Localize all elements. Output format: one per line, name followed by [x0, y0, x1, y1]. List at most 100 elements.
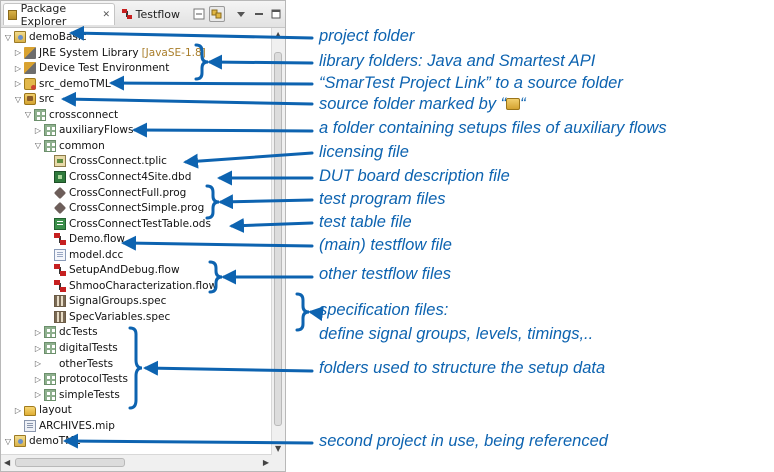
annotation-program-files: test program files: [319, 190, 446, 208]
tree-item-digitaltests[interactable]: ▷digitalTests: [33, 340, 118, 356]
arrow-auxiliary-flows: [132, 122, 314, 138]
pkg-icon: [44, 373, 56, 386]
tree-item-device-test-environment[interactable]: ▷ Device Test Environment: [13, 60, 169, 76]
tree-item-shmoocharacterization-flow[interactable]: ShmooCharacterization.flow: [43, 278, 217, 294]
spec-icon: [54, 310, 66, 323]
expanded-twisty-icon[interactable]: ▽: [4, 436, 12, 446]
scroll-up-icon[interactable]: ▲: [275, 30, 282, 39]
collapsed-twisty-icon[interactable]: ▷: [34, 390, 42, 400]
horizontal-scroll-thumb[interactable]: [15, 458, 125, 467]
project-icon: [14, 31, 26, 43]
brace-library-folders: [194, 43, 209, 81]
tree-item-setupanddebug-flow[interactable]: SetupAndDebug.flow: [43, 262, 180, 278]
tree-item-label: protocolTests: [59, 373, 128, 386]
link-icon: [24, 77, 36, 90]
tree-item-label: CrossConnect.tplic: [69, 155, 167, 168]
collapsed-twisty-icon[interactable]: ▷: [14, 79, 22, 89]
annotation-library-folders: library folders: Java and Smartest API: [319, 52, 596, 70]
arrow-main-testflow: [121, 235, 314, 251]
tree-item-demo-flow[interactable]: Demo.flow: [43, 231, 125, 247]
minimize-icon[interactable]: [251, 6, 267, 22]
tree-item-archives-mip[interactable]: ARCHIVES.mip: [13, 418, 115, 434]
tree-item-protocoltests[interactable]: ▷ protocolTests: [33, 371, 128, 387]
collapsed-twisty-icon[interactable]: ▷: [34, 125, 42, 135]
tree-item-auxiliaryflows[interactable]: ▷auxiliaryFlows: [33, 122, 133, 138]
close-icon[interactable]: ✕: [102, 9, 110, 20]
tree-item-src[interactable]: ▽src: [13, 91, 54, 107]
brace-specification: [295, 292, 310, 332]
scroll-left-icon[interactable]: ◀: [4, 458, 11, 467]
tree-item-label: Demo.flow: [69, 233, 125, 246]
tplic-icon: [54, 155, 66, 168]
tree-item-label: Device Test Environment: [39, 62, 170, 75]
arrow-structure-folders: [143, 360, 314, 376]
vertical-scroll-thumb[interactable]: [274, 52, 282, 426]
vertical-scrollbar[interactable]: ▲ ▼: [271, 28, 285, 455]
collapsed-twisty-icon[interactable]: ▷: [34, 359, 42, 369]
pkg-icon: [34, 108, 46, 121]
scroll-down-icon[interactable]: ▼: [275, 444, 282, 453]
annotation-dbd: DUT board description file: [319, 167, 510, 185]
annotation-auxiliary-flows: a folder containing setups files of auxi…: [319, 119, 667, 137]
arrow-source-folder: [61, 91, 314, 107]
tab-package-explorer[interactable]: Package Explorer ✕: [3, 2, 115, 28]
tree-item-simpletests[interactable]: ▷simpleTests: [33, 387, 120, 403]
scroll-right-icon[interactable]: ▶: [262, 458, 269, 467]
tree-item-layout[interactable]: ▷layout: [13, 402, 72, 418]
annotation-structure-folders: folders used to structure the setup data: [319, 359, 606, 377]
collapsed-twisty-icon[interactable]: ▷: [14, 48, 22, 58]
arrow-specification: [308, 306, 324, 322]
collapsed-twisty-icon[interactable]: ▷: [34, 374, 42, 384]
expanded-twisty-icon[interactable]: ▽: [24, 110, 32, 120]
annotation-source-folder: source folder marked by ““: [319, 95, 526, 114]
collapsed-twisty-icon[interactable]: ▷: [14, 405, 22, 415]
tree-item-label: ARCHIVES.mip: [39, 419, 115, 432]
tree-item-model-dcc[interactable]: model.dcc: [43, 247, 123, 263]
dcc-icon: [54, 248, 66, 261]
expanded-twisty-icon[interactable]: ▽: [34, 141, 42, 151]
project-icon: [14, 435, 26, 448]
package-explorer-panel: Package Explorer ✕ Testflow ▽demoBasic▷J…: [0, 0, 286, 472]
tree-item-specvariables-spec[interactable]: SpecVariables.spec: [43, 309, 170, 325]
collapsed-twisty-icon[interactable]: ▷: [14, 63, 22, 73]
horizontal-scrollbar[interactable]: ◀ ▶: [1, 454, 272, 471]
tree-item-dctests[interactable]: ▷dcTests: [33, 324, 98, 340]
maximize-icon[interactable]: [268, 6, 284, 22]
lib-icon: [24, 62, 36, 75]
tree-item-label: SignalGroups.spec: [69, 295, 167, 308]
flow-icon: [54, 279, 66, 292]
tree-item-jre-system-library[interactable]: ▷JRE System Library[JavaSE-1.8]: [13, 45, 206, 61]
annotation-project-link: “SmarTest Project Link” to a source fold…: [319, 74, 623, 92]
tree-item-label: otherTests: [59, 357, 114, 370]
collapse-all-icon[interactable]: [191, 6, 207, 22]
pkg-icon: [44, 139, 56, 152]
annotation-test-table: test table file: [319, 213, 412, 231]
expanded-twisty-icon[interactable]: ▽: [14, 94, 22, 104]
tree-item-label: JRE System Library: [39, 46, 139, 59]
tree-item-label: ShmooCharacterization.flow: [69, 279, 218, 292]
tree-item-label: crossconnect: [49, 108, 119, 121]
tree-item-common[interactable]: ▽common: [33, 138, 105, 154]
tree-item-crossconnect[interactable]: ▽ crossconnect: [23, 107, 118, 123]
collapsed-twisty-icon[interactable]: ▷: [34, 327, 42, 337]
link-with-editor-icon[interactable]: [209, 6, 225, 22]
tree-item-crossconnectfull-prog[interactable]: CrossConnectFull.prog: [43, 185, 186, 201]
tree-item-crossconnecttesttable-ods[interactable]: CrossConnectTestTable.ods: [43, 216, 211, 232]
annotation-main-testflow: (main) testflow file: [319, 236, 452, 254]
arrow-second-project: [63, 433, 314, 449]
arrow-licensing: [183, 151, 314, 169]
scroll-corner: [272, 455, 285, 471]
tree-item-crossconnect4site-dbd[interactable]: CrossConnect4Site.dbd: [43, 169, 191, 185]
tree-item-othertests[interactable]: ▷ otherTests: [33, 356, 113, 372]
collapsed-twisty-icon[interactable]: ▷: [34, 343, 42, 353]
tree-item-src-demotml[interactable]: ▷src_demoTML: [13, 76, 111, 92]
view-menu-icon[interactable]: [233, 6, 249, 22]
tab-testflow[interactable]: Testflow: [118, 3, 184, 25]
tree-item-signalgroups-spec[interactable]: SignalGroups.spec: [43, 293, 166, 309]
arrow-program-files: [218, 194, 314, 210]
tree-item-label: CrossConnect4Site.dbd: [69, 170, 192, 183]
tree-item-crossconnect-tplic[interactable]: CrossConnect.tplic: [43, 153, 167, 169]
tree-item-crossconnectsimple-prog[interactable]: CrossConnectSimple.prog: [43, 200, 204, 216]
expanded-twisty-icon[interactable]: ▽: [4, 32, 12, 42]
mip-icon: [24, 419, 36, 432]
